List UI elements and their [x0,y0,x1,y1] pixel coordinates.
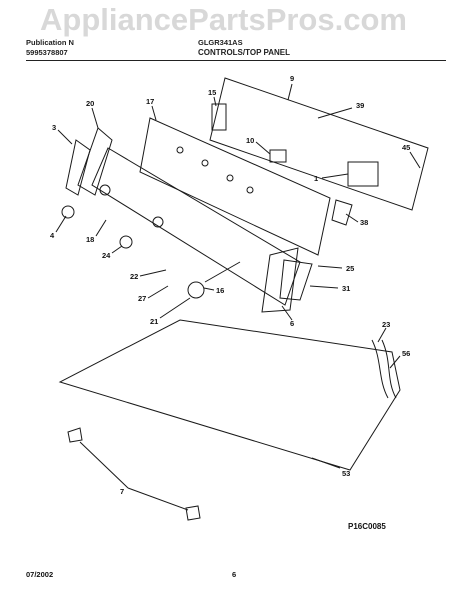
callout-39: 39 [356,101,364,110]
header-rule [26,60,446,61]
panel-button [152,216,164,228]
knob [187,281,205,299]
callout-38: 38 [360,218,368,227]
wire-harness [371,339,389,399]
callout-3: 3 [52,123,56,132]
right-support [279,259,313,301]
callout-7: 7 [120,487,124,496]
callout-25: 25 [346,264,354,273]
left-end-cap [77,127,113,196]
knob-small [61,205,75,219]
panel-button [99,184,111,196]
callout-45: 45 [402,143,410,152]
wire-harness-2 [381,339,397,399]
callout-23: 23 [382,320,390,329]
component-15 [211,103,227,131]
figure-id: P16C0085 [348,522,386,531]
callout-10: 10 [246,136,254,145]
callout-21: 21 [150,317,158,326]
callout-15: 15 [208,88,216,97]
timer-assembly [347,161,379,187]
callout-24: 24 [102,251,111,260]
callout-31: 31 [342,284,350,293]
hinge-clip-left [67,427,83,443]
callout-20: 20 [86,99,94,108]
watermark: AppliancePartsPros.com [40,2,407,37]
callout-4: 4 [50,231,55,240]
callout-18: 18 [86,235,94,244]
panel-button [246,186,254,194]
back-panel [209,77,429,211]
callout-9: 9 [290,74,294,83]
control-panel [139,117,331,256]
callout-27: 27 [138,294,146,303]
callout-22: 22 [130,272,138,281]
shaft [204,261,241,283]
bracket [331,199,353,226]
panel-button [176,146,184,154]
section-title: CONTROLS/TOP PANEL [198,48,291,57]
callout-1: 1 [314,174,318,183]
panel-button [226,174,234,182]
front-console [91,147,301,306]
footer-page-number: 6 [232,570,237,579]
callout-17: 17 [146,97,154,106]
panel-button [201,159,209,167]
footer-date: 07/2002 [26,570,54,579]
switch [269,149,287,163]
publication-label: Publication N [26,38,74,47]
left-end-piece [65,139,91,196]
callout-53: 53 [342,469,350,478]
right-end-cap [261,247,299,313]
hinge-clip-right [185,505,201,521]
knob-24 [119,235,133,249]
callout-16: 16 [216,286,224,295]
model-number: GLGR341AS [198,38,243,47]
callout-56: 56 [402,349,410,358]
callout-6: 6 [290,319,294,328]
publication-number: 5995378807 [26,48,68,57]
top-panel [58,319,401,471]
